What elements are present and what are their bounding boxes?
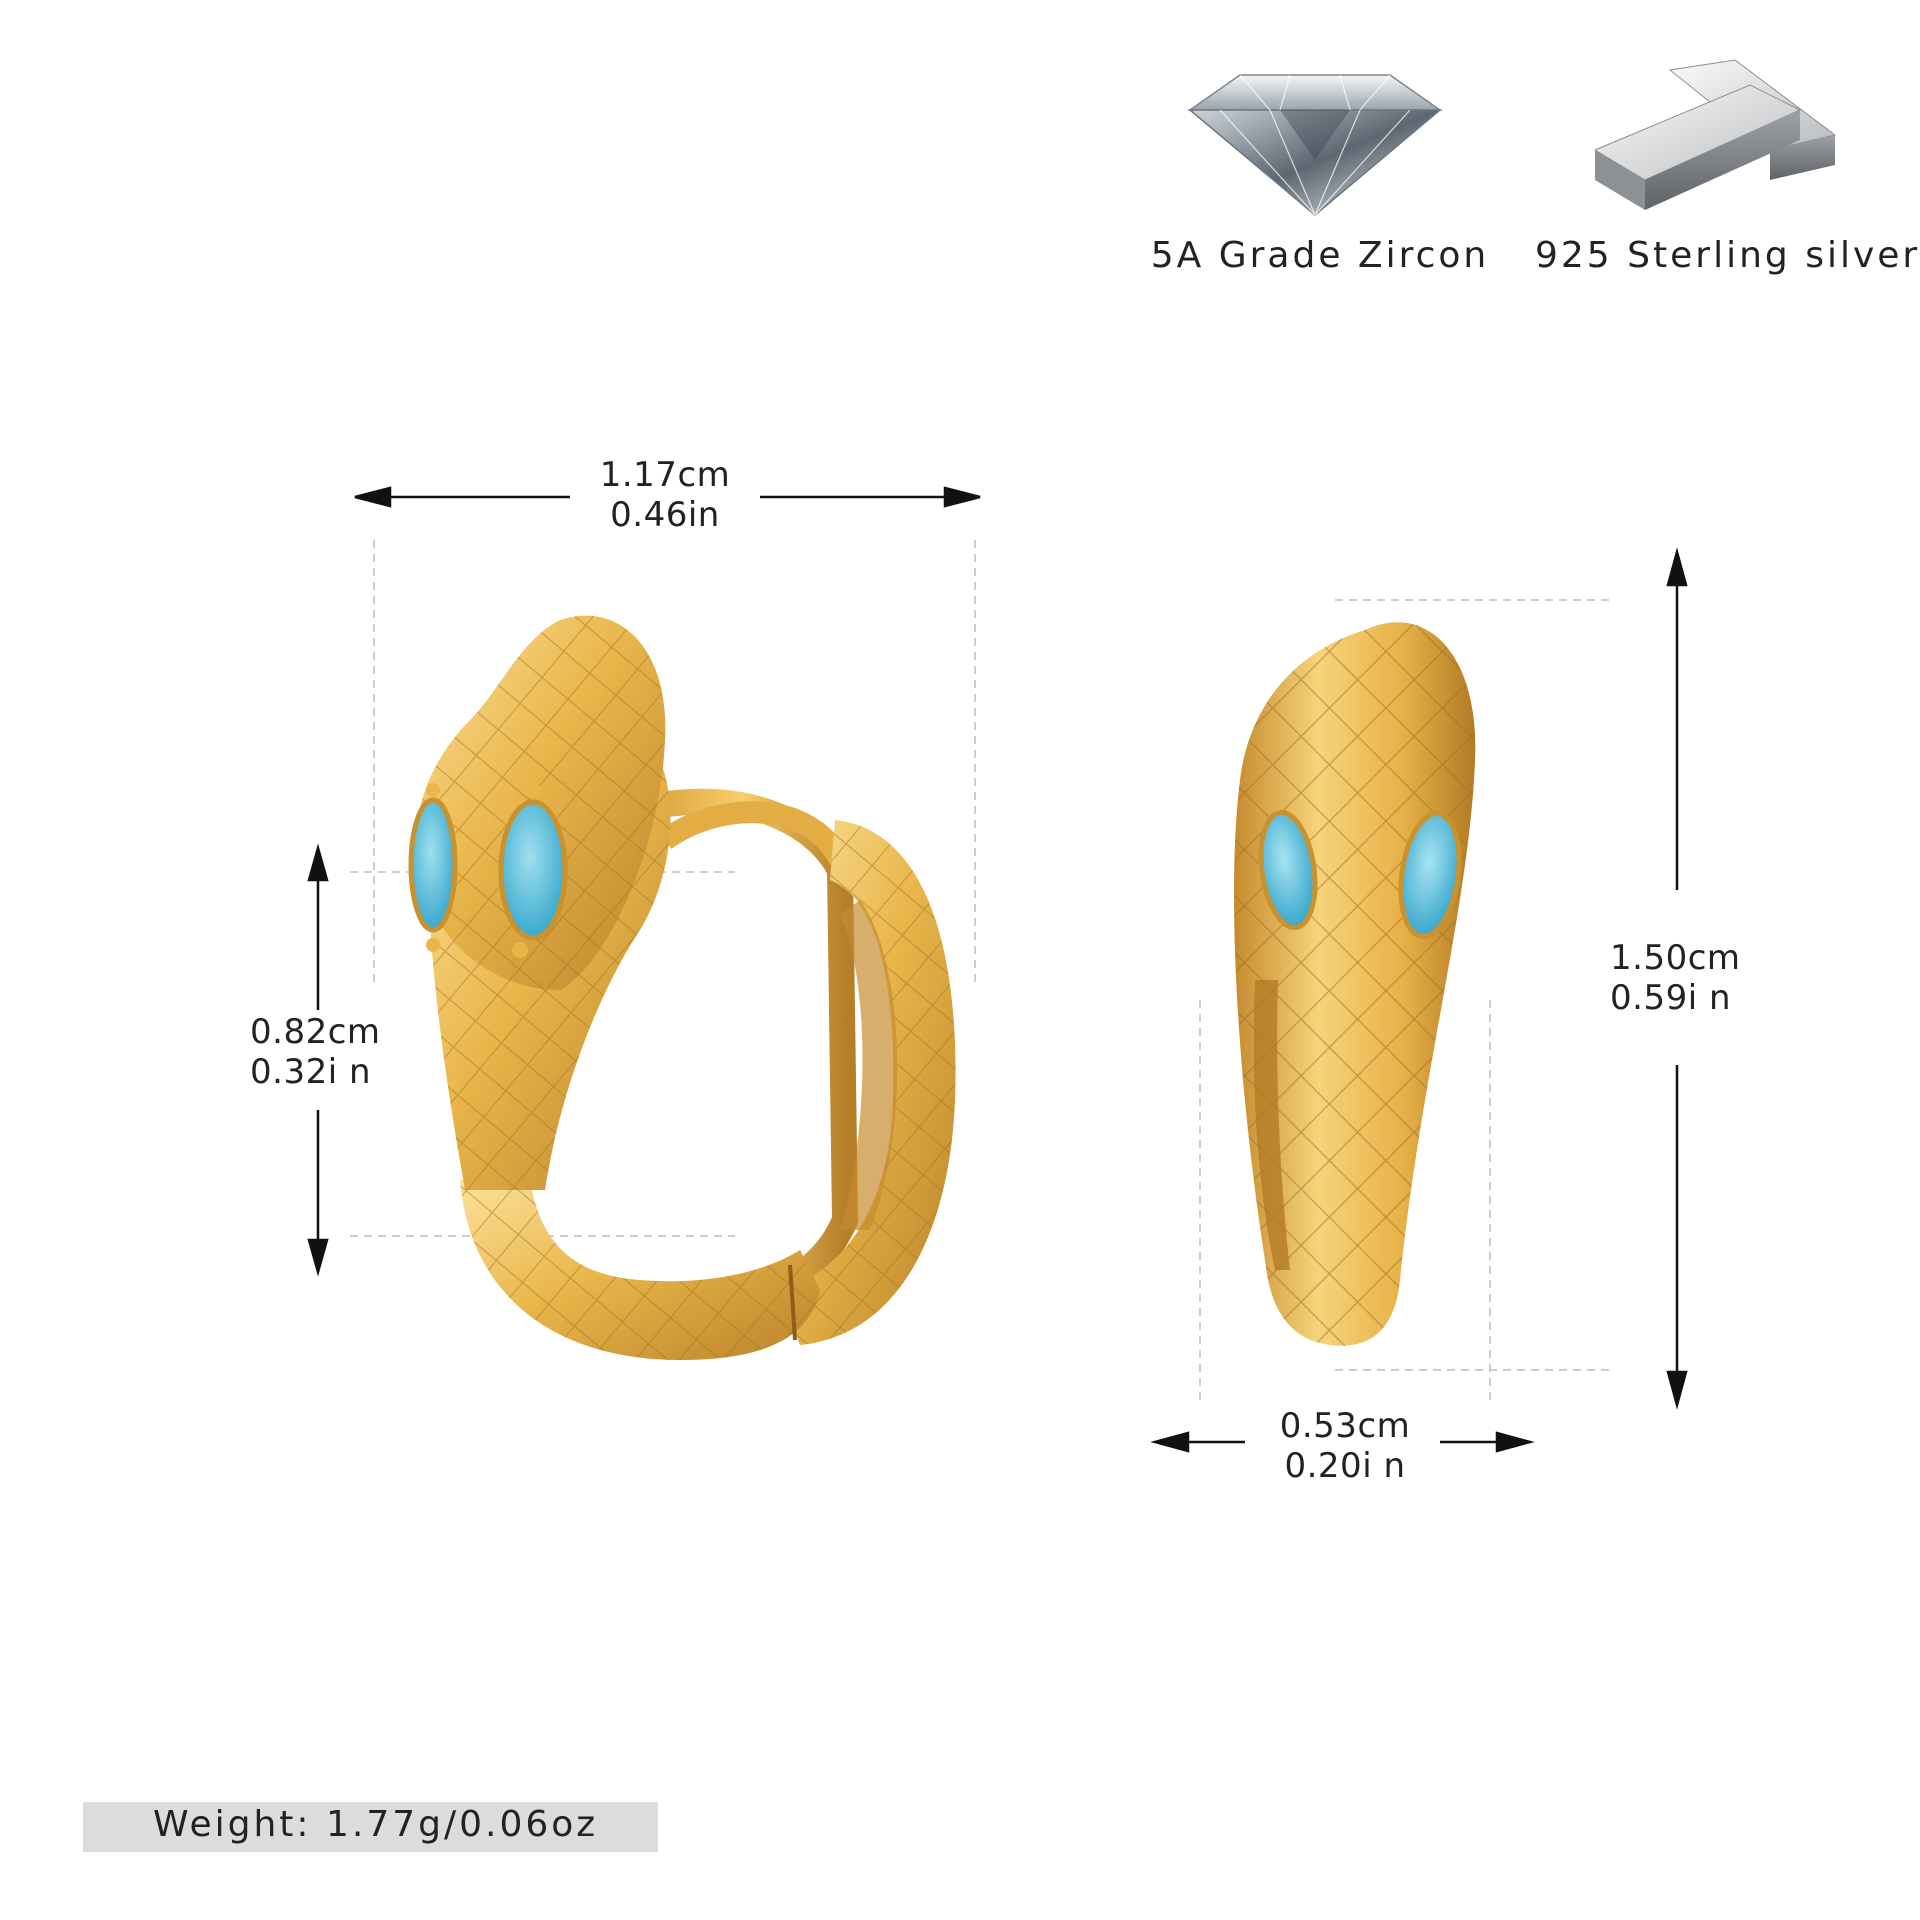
side-height-in: 0.59i n xyxy=(1610,978,1732,1018)
front-width-in: 0.46in xyxy=(610,495,720,535)
side-depth-cm: 0.53cm xyxy=(1279,1406,1411,1446)
front-inner-in: 0.32i n xyxy=(250,1052,372,1092)
silver-feature: 925 Sterling silver xyxy=(1535,50,1920,290)
silver-label: 925 Sterling silver xyxy=(1535,235,1920,276)
side-depth-in: 0.20i n xyxy=(1284,1446,1406,1486)
side-height-cm: 1.50cm xyxy=(1610,938,1741,978)
weight-bar: Weight: 1.77g/0.06oz xyxy=(83,1802,658,1852)
front-view-earring xyxy=(307,486,981,1360)
zircon-gem-icon xyxy=(1187,74,1443,216)
side-view-earring xyxy=(1150,547,1688,1453)
zircon-label: 5A Grade Zircon xyxy=(1150,235,1490,276)
front-width-cm: 1.17cm xyxy=(599,455,731,495)
front-inner-cm: 0.82cm xyxy=(250,1012,381,1052)
zircon-feature: 5A Grade Zircon xyxy=(1150,50,1490,290)
silver-bars-icon xyxy=(1593,59,1837,210)
weight-label: Weight: 1.77g/0.06oz xyxy=(153,1804,599,1845)
